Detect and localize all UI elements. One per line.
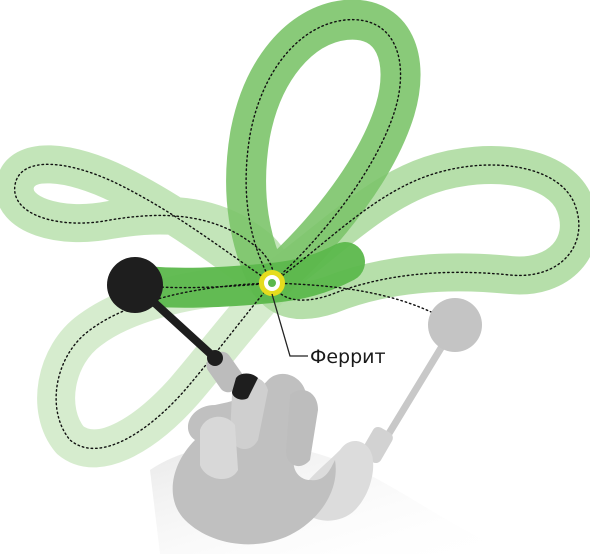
ferrite-target-icon — [259, 270, 285, 296]
search-coil-icon — [107, 257, 163, 313]
ferrite-label: Феррит — [310, 346, 386, 368]
ghost-search-coil-icon — [428, 298, 482, 352]
metal-detector-icon — [107, 257, 258, 400]
hand-icon — [172, 373, 336, 545]
sweep-band-current — [115, 242, 365, 308]
ferrite-leader-line — [271, 293, 308, 357]
